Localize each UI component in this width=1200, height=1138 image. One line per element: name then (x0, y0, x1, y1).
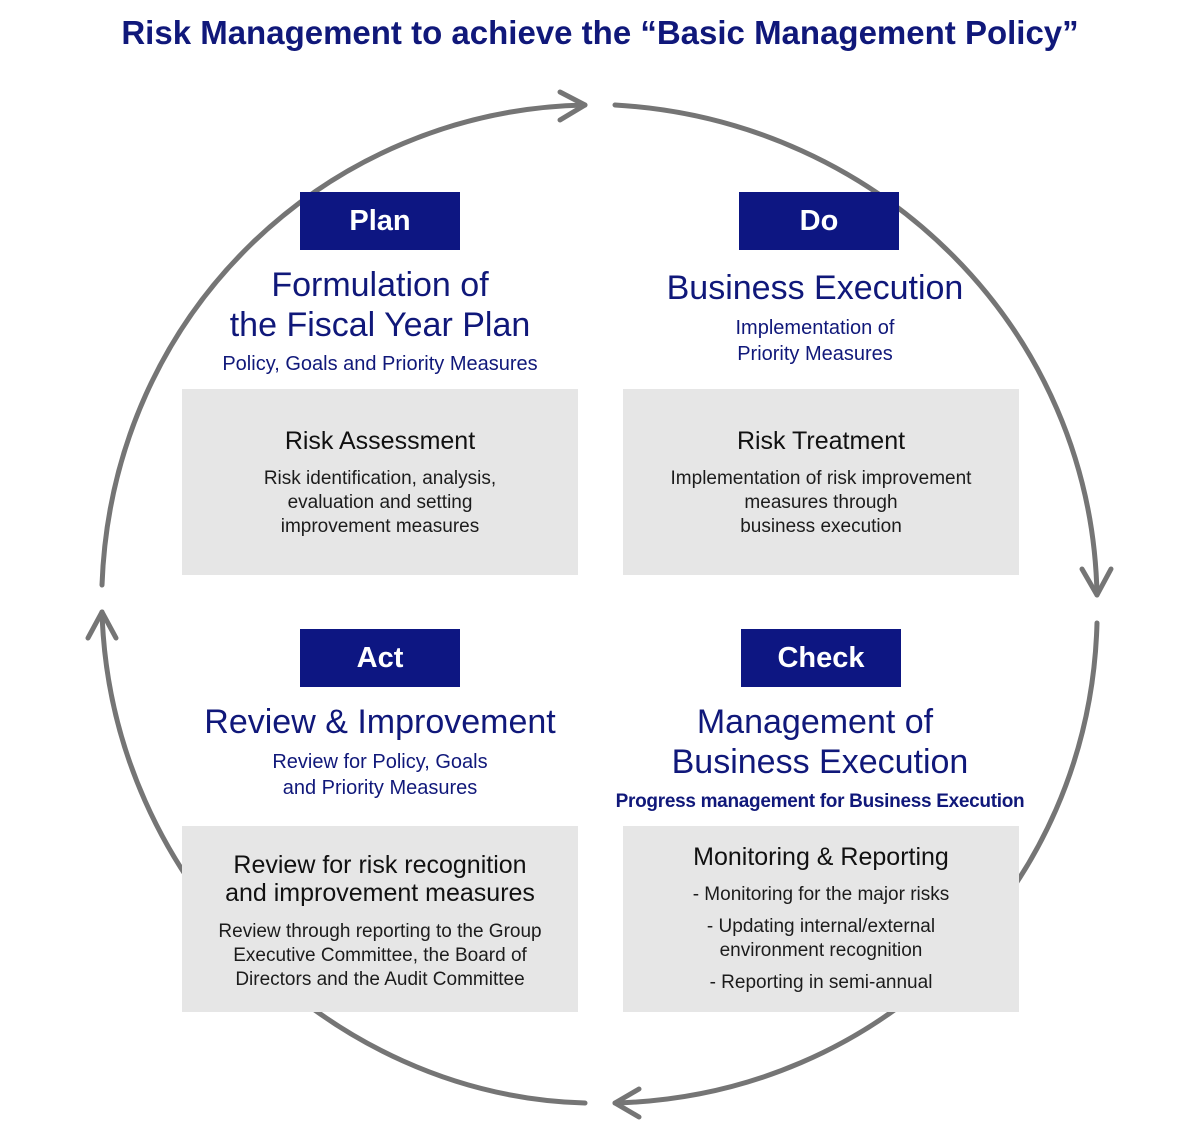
check-tag: Check (741, 629, 901, 687)
plan-box-line3: improvement measures (280, 516, 480, 537)
do-tag: Do (739, 192, 899, 250)
act-box: Review for risk recognition and improvem… (182, 826, 578, 1012)
act-tag: Act (300, 629, 460, 687)
check-heading-line2: Business Execution (671, 743, 969, 781)
check-bullet-2-line2: environment recognition (719, 940, 923, 961)
check-bullet-3: - Reporting in semi-annual (709, 972, 933, 993)
check-bullet-1: - Monitoring for the major risks (692, 884, 950, 905)
check-subtitle: Progress management for Business Executi… (615, 791, 1025, 812)
act-heading: Review & Improvement (204, 703, 556, 741)
plan-box: Risk Assessment Risk identification, ana… (182, 389, 578, 575)
do-box-title: Risk Treatment (736, 427, 906, 455)
act-subtitle-line2: and Priority Measures (282, 777, 478, 799)
plan-box-title: Risk Assessment (284, 427, 476, 455)
plan-heading-line1: Formulation of (271, 266, 489, 304)
diagram-title: Risk Management to achieve the “Basic Ma… (121, 14, 1079, 51)
do-box-line1: Implementation of risk improvement (670, 468, 972, 489)
check-heading-line1: Management of (696, 703, 934, 741)
plan-box-line2: evaluation and setting (287, 492, 473, 513)
do-subtitle-line2: Priority Measures (737, 343, 893, 365)
act-box-line3: Directors and the Audit Committee (235, 969, 525, 990)
act-subtitle-line1: Review for Policy, Goals (272, 751, 488, 773)
plan-subtitle: Policy, Goals and Priority Measures (222, 353, 538, 375)
plan-tag: Plan (300, 192, 460, 250)
do-heading: Business Execution (666, 269, 964, 307)
arrowhead-top-icon (557, 89, 588, 123)
arrowhead-bottom-icon (612, 1086, 642, 1120)
arrowhead-right-icon (1079, 566, 1114, 598)
plan-box-line1: Risk identification, analysis, (263, 468, 497, 489)
act-box-title-line1: Review for risk recognition (233, 851, 527, 879)
check-bullet-2-line1: - Updating internal/external (706, 916, 936, 937)
act-box-line1: Review through reporting to the Group (218, 921, 542, 942)
do-box: Risk Treatment Implementation of risk im… (623, 389, 1019, 575)
check-box: Monitoring & Reporting - Monitoring for … (623, 826, 1019, 1012)
plan-heading-line2: the Fiscal Year Plan (229, 306, 531, 344)
do-box-line2: measures through (744, 492, 898, 513)
arrowhead-left-icon (85, 609, 119, 641)
arc-act-to-plan (99, 102, 588, 588)
arc-plan-to-do (612, 102, 1100, 598)
do-subtitle-line1: Implementation of (735, 317, 895, 339)
do-box-line3: business execution (740, 516, 902, 537)
check-box-title: Monitoring & Reporting (693, 843, 949, 871)
act-box-line2: Executive Committee, the Board of (233, 945, 527, 966)
act-box-title-line2: and improvement measures (225, 879, 535, 907)
